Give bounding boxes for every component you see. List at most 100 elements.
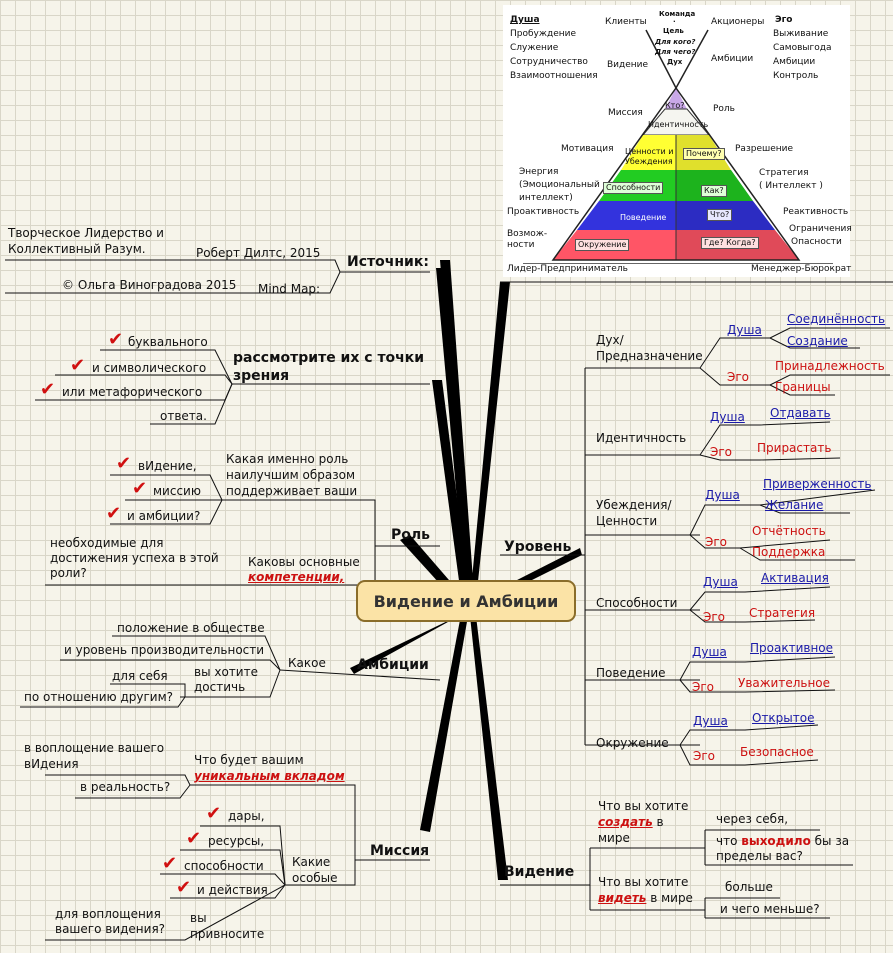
source-olga: © Ольга Виноградова 2015 (62, 278, 237, 292)
mission-title: Миссия (370, 843, 430, 859)
pyr-leader: Лидер-Предприниматель (507, 264, 628, 274)
vision-q1-a: Что вы хотите (598, 799, 689, 813)
pyr-lim-1: Ограничения (789, 224, 852, 234)
mission-br-1: вы (190, 911, 207, 925)
pyr-goal: Цель (663, 27, 684, 35)
level-row1-soul-2: Создание (787, 334, 848, 348)
pyr-vision: Видение (607, 60, 649, 70)
pyr-for-whom: Для кого? (655, 38, 696, 46)
mission-item-1: дары, (228, 809, 265, 823)
mission-br-2: привносите (190, 927, 265, 941)
pyr-ambitions: Амбиции (711, 54, 754, 64)
mission-v-1: в воплощение вашего (24, 741, 165, 755)
role-comp-2: компетенции, (248, 570, 345, 584)
role-item-2: миссию (153, 484, 201, 498)
level-row3-soul-2: Желание (765, 498, 824, 512)
level-row3-ego: Эго (705, 535, 728, 549)
mission-v-2: вИдения (24, 757, 79, 771)
pyramid-level-spirit (665, 88, 687, 109)
level-title: Уровень (504, 539, 572, 555)
consider-item-2: и символического (92, 361, 207, 375)
mission-vo-1: для воплощения (55, 907, 161, 921)
role-comp-1: Каковы основные (248, 555, 360, 569)
level-row4-soul: Душа (703, 575, 738, 589)
check-icon: ✔ (108, 329, 124, 350)
pyr-team: Команда (659, 10, 696, 18)
vision-title: Видение (504, 864, 575, 880)
check-icon: ✔ (206, 803, 222, 824)
pyr-lim-2: Опасности (791, 237, 842, 247)
pyr-values-2: Убеждения (625, 157, 673, 166)
vision-goes: выходило (741, 834, 811, 848)
vision-through: через себя, (716, 812, 789, 826)
pyr-opp-2: ности (507, 240, 535, 250)
ambitions-title: Амбиции (357, 657, 429, 673)
check-icon: ✔ (116, 453, 132, 474)
mission-reality: в реальность? (80, 780, 171, 794)
level-row3-name-1: Убеждения/ (596, 498, 672, 512)
vision-q1-c: в (656, 815, 664, 829)
pyr-soul-3: Сотрудничество (510, 57, 588, 67)
source-mindmap: Mind Map: (258, 282, 321, 296)
pyr-energy-1: Энергия (519, 167, 559, 177)
pyr-who: Кто? (665, 101, 685, 110)
pyr-reactivity: Реактивность (783, 207, 849, 217)
vision-q1-b: создать (598, 815, 653, 829)
pyr-proactivity: Проактивность (507, 207, 580, 217)
role-need-1: необходимые для (50, 536, 164, 550)
pyr-what: Что? (707, 209, 733, 221)
level-row5-soul-1: Проактивное (750, 641, 834, 655)
vision-beyond-1: бы за (814, 834, 850, 848)
level-row5-ego-1: Уважительное (738, 676, 831, 690)
check-icon: ✔ (132, 478, 148, 499)
level-row2-soul: Душа (710, 410, 745, 424)
consider-item-4: ответа. (160, 409, 207, 423)
vision-less: и чего меньше? (720, 902, 820, 916)
mission-item-2: ресурсы, (208, 834, 265, 848)
pyr-permission: Разрешение (735, 144, 794, 154)
pyr-opp-1: Возмож- (507, 229, 548, 239)
pyr-shareholders: Акционеры (711, 17, 765, 27)
vision-q2-b: видеть (598, 891, 647, 905)
amb-want-2: достичь (194, 680, 246, 694)
pyr-role: Роль (713, 104, 735, 114)
pyr-soul-4: Взаимоотношения (510, 71, 598, 81)
level-row1-soul-1: Соединённость (787, 312, 886, 326)
pyr-spirit: Дух (667, 58, 683, 66)
consider-title-1: рассмотрите их с точки (233, 350, 425, 366)
central-topic[interactable]: Видение и Амбиции (356, 580, 576, 622)
pyr-strategy-2: ( Интеллект ) (759, 181, 823, 191)
pyr-soul-2: Служение (510, 43, 559, 53)
source-book-1: Творческое Лидерство и (8, 226, 164, 240)
amb-self: для себя (112, 669, 168, 683)
pyr-why: Почему? (683, 148, 725, 160)
role-q-2: наилучшим образом (226, 468, 355, 482)
mission-item-3: способности (184, 859, 264, 873)
amb-want-1: вы хотите (194, 665, 258, 679)
amb-others: по отношению другим? (24, 690, 173, 704)
level-row4-ego: Эго (703, 610, 726, 624)
level-row3-name-2: Ценности (596, 514, 658, 528)
pyr-identity: Идентичность (648, 120, 709, 129)
level-row1-name-2: Предназначение (596, 349, 703, 363)
vision-q2-a: Что вы хотите (598, 875, 689, 889)
pyr-clients: Клиенты (605, 17, 647, 27)
pyr-soul-1: Пробуждение (510, 29, 577, 39)
pyr-environment: Окружение (575, 239, 630, 251)
level-row3-ego-2: Поддержка (752, 545, 826, 559)
level-row2-soul-1: Отдавать (770, 406, 831, 420)
level-row5-soul: Душа (692, 645, 727, 659)
level-row4-soul-1: Активация (761, 571, 829, 585)
pyr-abilities: Способности (603, 182, 664, 194)
pyr-for-what: Для чего? (655, 48, 696, 56)
level-row6-soul-1: Открытое (752, 711, 815, 725)
consider-title-2: зрения (233, 368, 290, 384)
vision-what: что (716, 834, 738, 848)
consider-item-3: или метафорического (62, 385, 203, 399)
level-row3-ego-1: Отчётность (752, 524, 826, 538)
pyr-energy-3: интеллект) (519, 193, 573, 203)
check-icon: ✔ (70, 355, 86, 376)
level-row5-ego: Эго (692, 680, 715, 694)
role-need-2: достижения успеха в этой (50, 551, 219, 565)
role-need-3: роли? (50, 566, 87, 580)
